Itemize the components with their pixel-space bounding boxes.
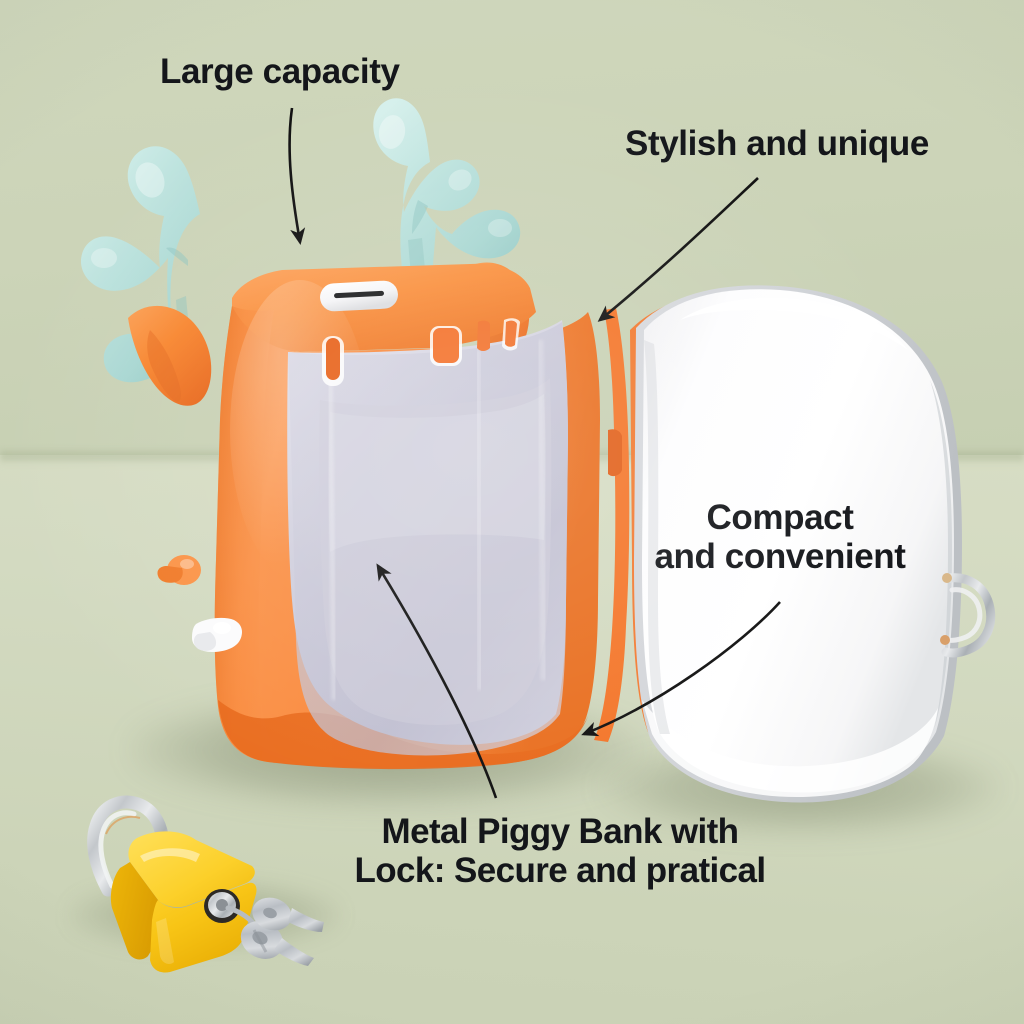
right-antler-crease	[412, 200, 428, 234]
padlock	[87, 795, 257, 973]
door-top-sheen	[680, 297, 908, 350]
door-hinge	[594, 308, 630, 742]
latch-screw-bottom	[940, 635, 950, 645]
interior-recess-highlight	[328, 394, 546, 552]
key2-blade	[288, 908, 324, 932]
keys	[225, 897, 324, 966]
key2-hole	[263, 907, 277, 919]
door-bottom-curl	[642, 700, 938, 797]
bank-bottom-rim	[218, 700, 588, 770]
interior-streak-2	[475, 349, 483, 691]
left-ear-inner	[147, 330, 181, 402]
padlock-keyhole	[216, 899, 228, 911]
white-latch-highlight	[213, 622, 231, 634]
label-large-capacity: Large capacity	[160, 52, 400, 91]
key1-blade	[274, 938, 314, 966]
label-compact-convenient: Compact and convenient	[654, 498, 906, 577]
latch-loop-outer	[941, 573, 996, 658]
white-latch-shade	[193, 632, 217, 651]
interior-orange-tabs	[322, 318, 520, 386]
padlock-left-face	[110, 862, 163, 960]
right-antler-shape	[373, 98, 521, 301]
tab-1	[326, 338, 340, 380]
left-antler-crease	[166, 247, 188, 266]
left-ear-shape	[128, 305, 212, 406]
right-antler-highlight-3	[488, 219, 512, 237]
padlock-top-gloss	[140, 848, 200, 862]
left-antler-highlight-2	[91, 248, 117, 268]
latch-screw-top	[942, 573, 952, 583]
tab-2	[433, 328, 459, 363]
padlock-front-gloss	[156, 918, 174, 964]
left-ear	[128, 305, 212, 406]
left-antler-highlight	[135, 162, 165, 198]
latch-loop-inner	[945, 587, 983, 643]
knob-stem	[157, 566, 183, 583]
padlock-top-face	[128, 831, 255, 908]
interior-cavity	[287, 318, 568, 756]
label-stylish-unique: Stylish and unique	[625, 124, 929, 163]
padlock-shackle-highlight	[98, 810, 137, 889]
interior-streak-3	[536, 339, 548, 681]
knob-highlight	[180, 559, 194, 569]
padlock-shackle	[87, 795, 173, 897]
right-antler-highlight-2	[448, 169, 472, 191]
padlock-shackle-warm-reflect	[105, 815, 141, 835]
door-hinge-notch	[608, 429, 622, 477]
metal-latch-loop	[940, 573, 996, 658]
white-latch	[192, 617, 242, 652]
tab-3	[477, 320, 490, 351]
right-antler-highlight	[378, 115, 406, 149]
interior-streak-1	[327, 359, 337, 701]
key-overlap-shade	[252, 929, 268, 953]
coin-slot	[320, 280, 398, 312]
orange-knob	[157, 555, 201, 585]
tab-4	[505, 320, 517, 347]
label-metal-lock: Metal Piggy Bank with Lock: Secure and p…	[354, 812, 767, 891]
coin-slot-opening	[334, 290, 384, 299]
